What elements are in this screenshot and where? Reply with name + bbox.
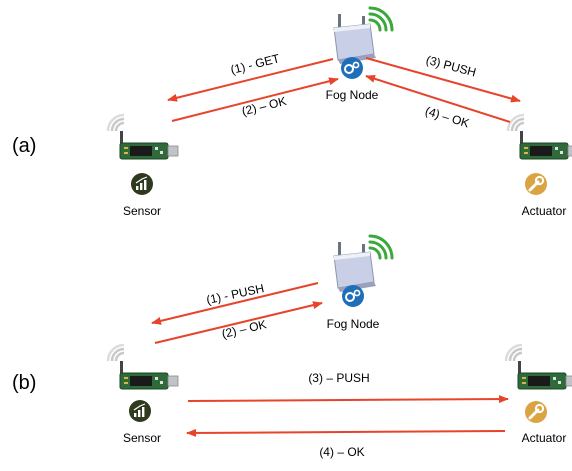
sensor-board-icon	[106, 113, 180, 161]
arrow-a3	[365, 57, 521, 103]
fog-node-label: Fog Node	[327, 317, 380, 331]
wrench-badge-icon	[523, 171, 549, 197]
actuator-board-icon	[504, 343, 572, 391]
arrow-b2	[154, 301, 323, 344]
panel-b-label: (b)	[12, 372, 36, 394]
sensor-label: Sensor	[123, 431, 161, 445]
panel-a: (a) Fog Node Sensor Actuator (1) - GET (…	[12, 6, 572, 218]
panel-a-label: (a)	[12, 135, 36, 157]
arrow-b4	[186, 428, 506, 437]
actuator-label: Actuator	[522, 431, 567, 445]
msg-b3: (3) – PUSH	[308, 371, 369, 385]
wrench-badge-icon	[523, 399, 549, 425]
arrow-b3	[187, 395, 509, 404]
arrow-a4	[365, 74, 511, 123]
router-icon	[332, 234, 394, 294]
arrow-a2	[171, 77, 339, 122]
chart-badge-icon	[128, 399, 152, 423]
sensor-label: Sensor	[123, 204, 161, 218]
arrow-a1	[167, 58, 334, 102]
gear-badge-icon	[341, 284, 365, 308]
router-icon	[332, 6, 394, 66]
msg-b4: (4) – OK	[319, 445, 364, 459]
actuator-label: Actuator	[522, 204, 567, 218]
panel-b: (b) Fog Node Sensor Actuator (1) - PUSH …	[12, 234, 572, 459]
fog-node-label: Fog Node	[326, 88, 379, 102]
gear-badge-icon	[340, 56, 364, 80]
actuator-board-icon	[506, 113, 572, 161]
sensor-board-icon	[106, 343, 180, 391]
chart-badge-icon	[130, 172, 154, 196]
arrow-b1	[151, 282, 319, 325]
